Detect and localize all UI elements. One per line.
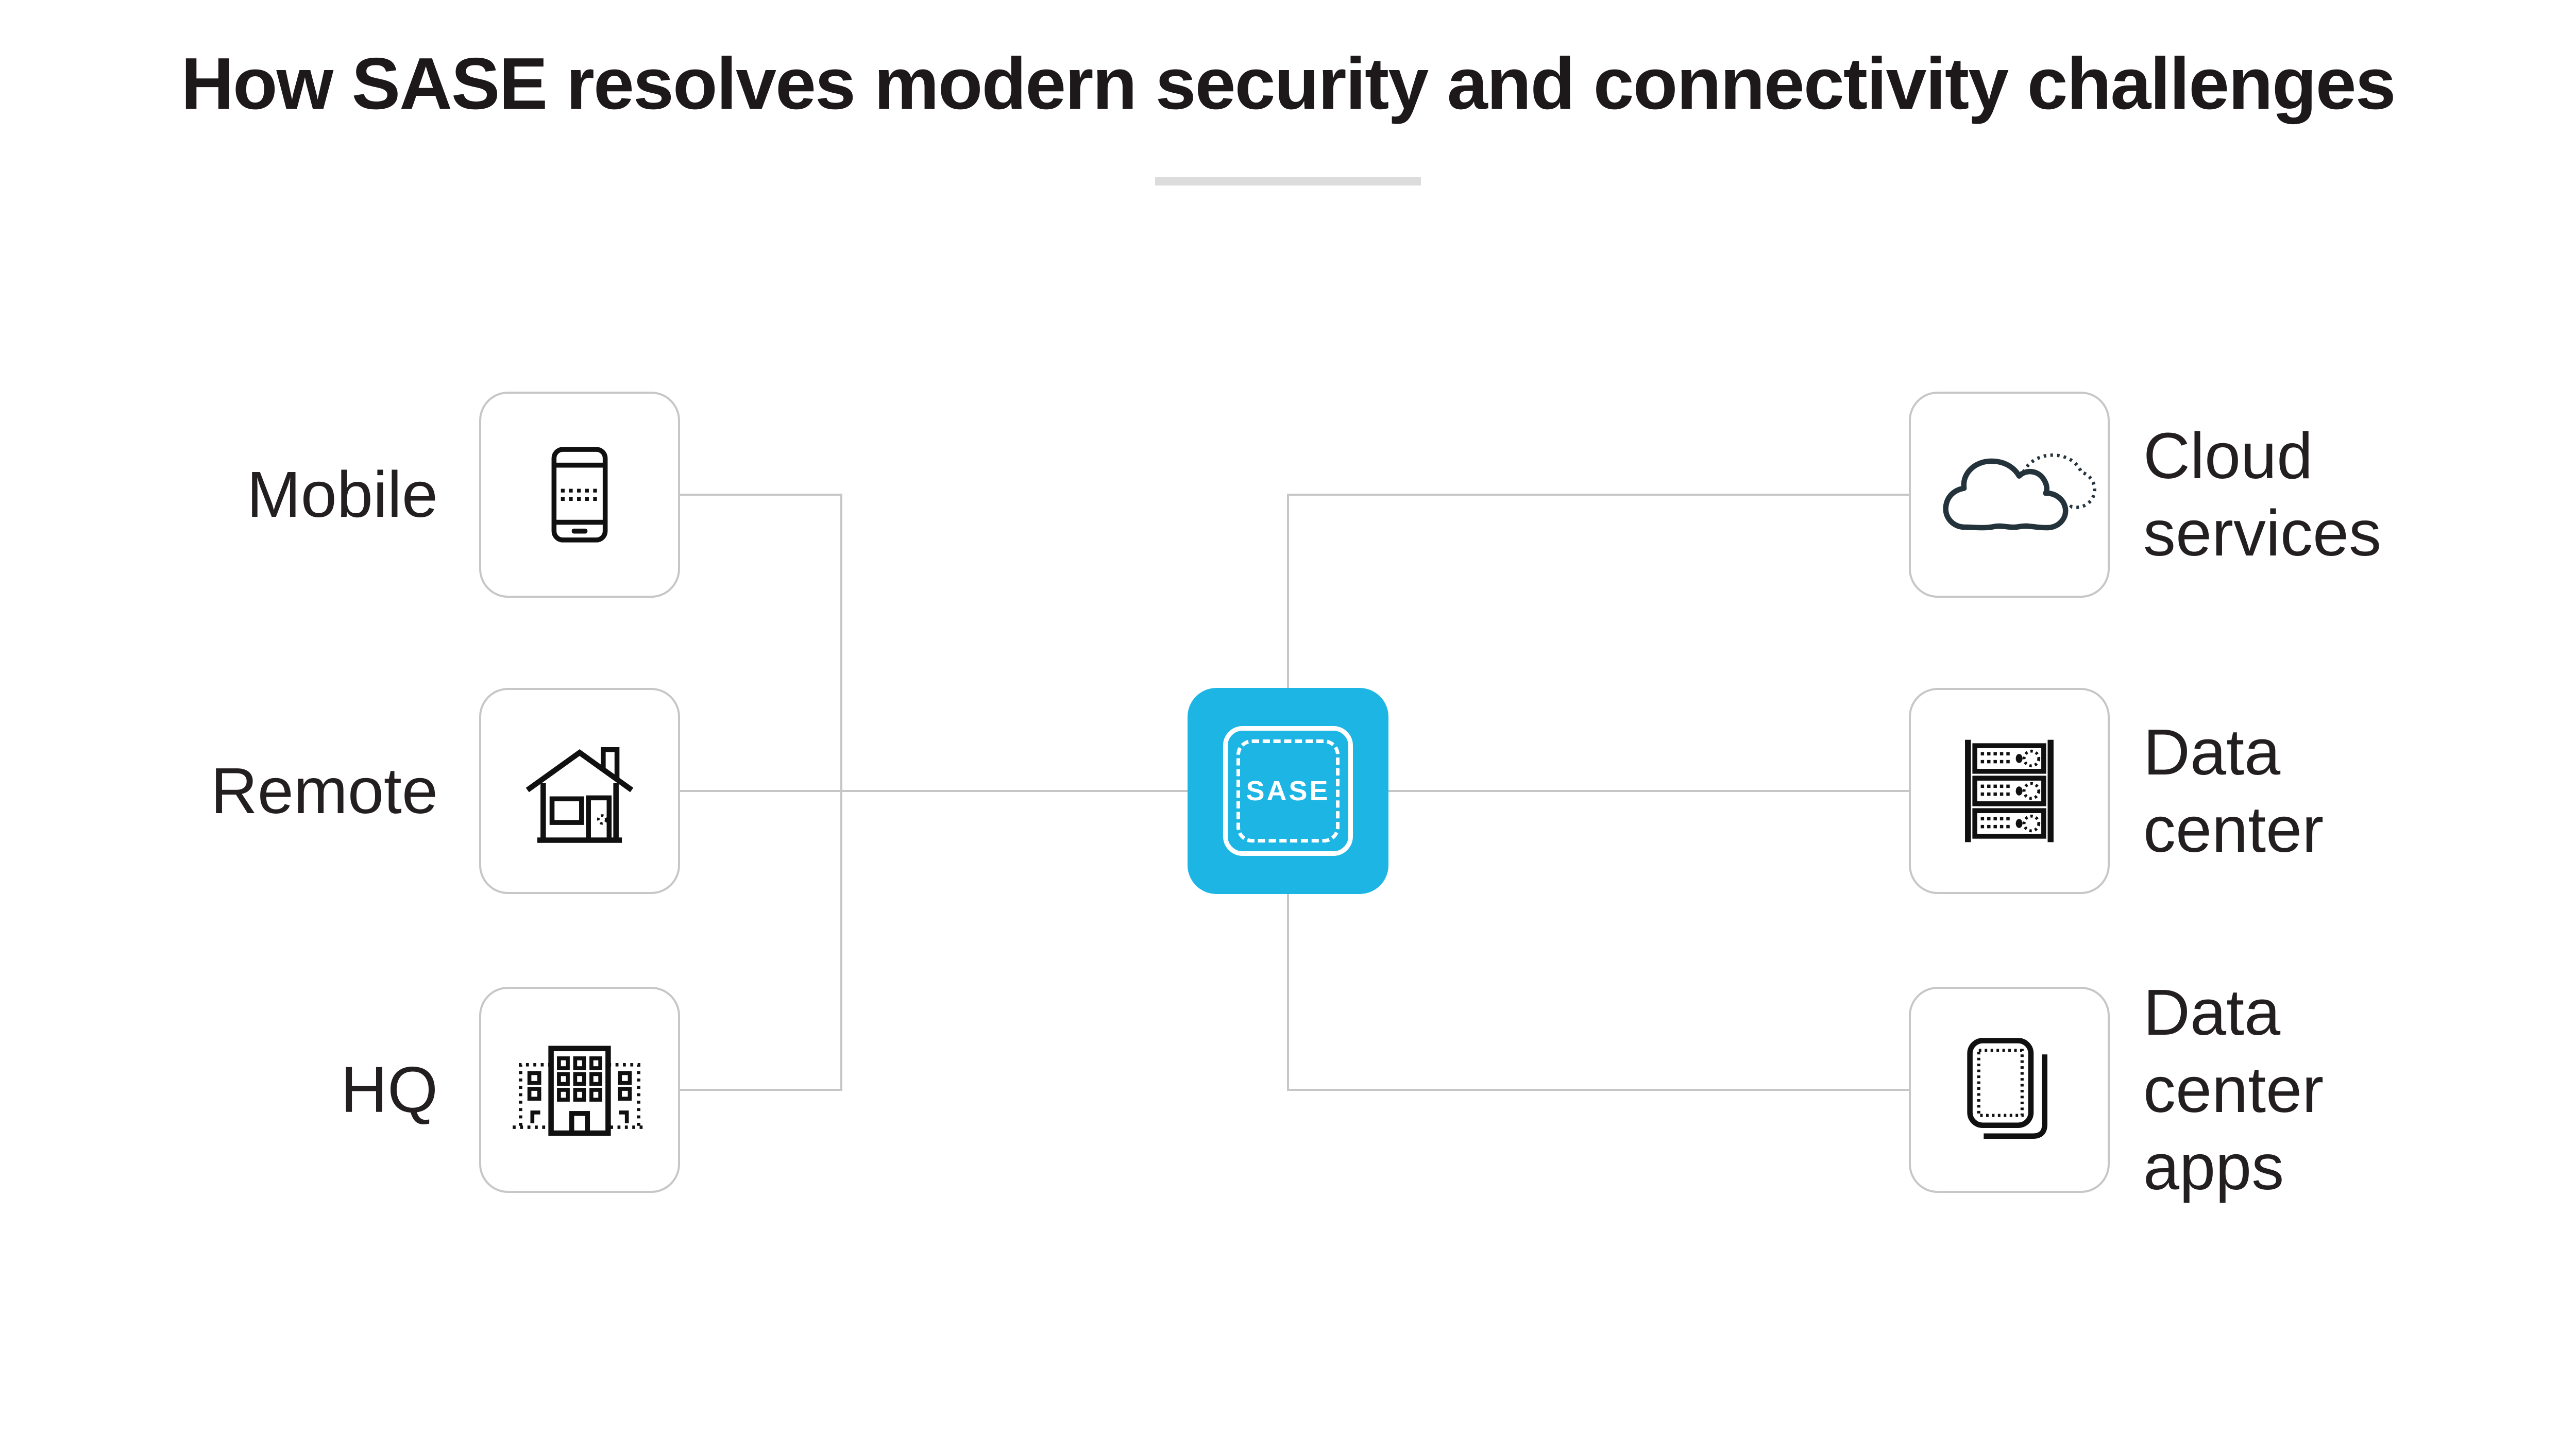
node-remote <box>479 688 680 894</box>
connector-hub-bottom-line <box>1287 893 1289 1091</box>
smartphone-icon <box>551 447 608 543</box>
page-title: How SASE resolves modern security and co… <box>181 43 2396 125</box>
stacked-apps-icon <box>1967 1038 2048 1139</box>
label-cloud-services: Cloud services <box>2143 419 2382 569</box>
connector-mobile-line <box>680 494 842 496</box>
connector-datacenter-apps-line <box>1287 1089 1910 1091</box>
label-hq: HQ <box>341 1053 438 1126</box>
cloud-icon <box>1943 453 2096 531</box>
label-mobile: Mobile <box>246 458 438 531</box>
sase-outline: SASE <box>1223 726 1353 856</box>
node-mobile <box>479 392 680 598</box>
label-remote: Remote <box>210 754 438 828</box>
connector-hq-line <box>680 1089 842 1091</box>
sase-dashed-outline: SASE <box>1236 739 1340 843</box>
node-cloud-services <box>1909 392 2110 598</box>
title-divider <box>1155 177 1421 186</box>
node-sase-hub: SASE <box>1188 688 1388 894</box>
label-data-center: Data center <box>2143 716 2324 866</box>
office-building-icon <box>513 1046 647 1136</box>
connector-datacenter-line <box>1387 790 1910 792</box>
server-rack-icon <box>1965 739 2054 843</box>
connector-hub-top-line <box>1287 494 1289 689</box>
node-hq <box>479 987 680 1193</box>
node-data-center-apps <box>1909 987 2110 1193</box>
house-icon <box>526 747 634 843</box>
sase-label: SASE <box>1246 776 1330 806</box>
node-data-center <box>1909 688 2110 894</box>
connector-cloud-line <box>1287 494 1910 496</box>
label-data-center-apps: Data center apps <box>2143 976 2324 1203</box>
connector-remote-line <box>680 790 1188 792</box>
connector-left-bus-line <box>840 494 842 1091</box>
